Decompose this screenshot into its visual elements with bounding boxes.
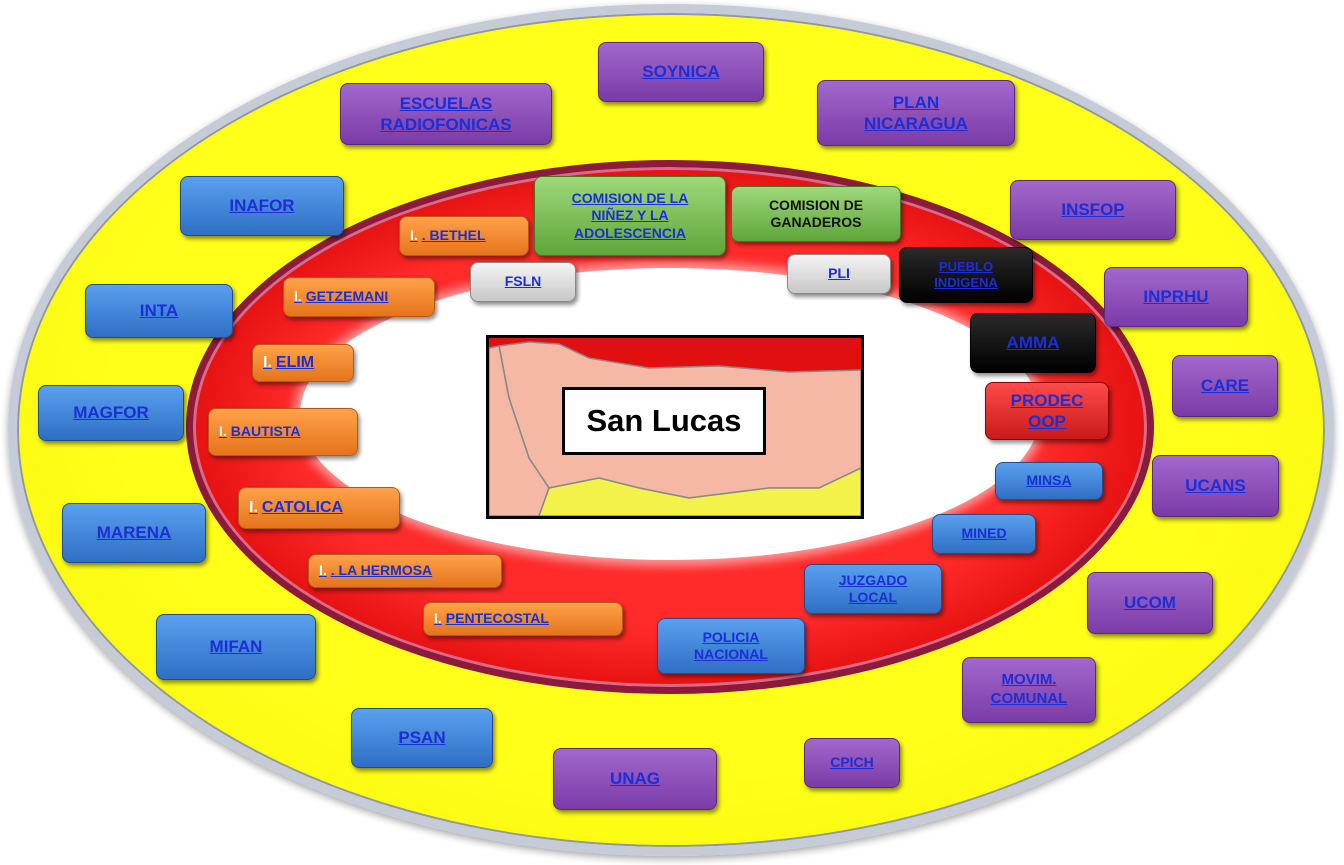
org-inafor[interactable]: INAFOR [180, 176, 344, 236]
org-fsln-label: FSLN [504, 273, 542, 290]
church-pentecostal-prefix: I. [434, 610, 442, 627]
church-bautista-prefix: I. [219, 423, 227, 440]
org-comision-ganaderos: COMISION DE GANADEROS [731, 186, 901, 242]
org-pli-label: PLI [828, 265, 850, 282]
church-elim[interactable]: I.ELIM [252, 344, 354, 382]
church-catolica[interactable]: I.CATOLICA [238, 487, 400, 529]
org-marena[interactable]: MARENA [62, 503, 206, 563]
church-bautista[interactable]: I.BAUTISTA [208, 408, 358, 456]
org-comision-ninez[interactable]: COMISION DE LA NIÑEZ Y LA ADOLESCENCIA [534, 176, 726, 256]
org-inta[interactable]: INTA [85, 284, 233, 338]
org-policia-label: POLICIA NACIONAL [694, 628, 768, 663]
church-hermosa-label: . LA HERMOSA [330, 562, 433, 579]
church-bautista-label: BAUTISTA [230, 423, 301, 440]
org-mined[interactable]: MINED [932, 514, 1036, 554]
org-inprhu-label: INPRHU [1143, 287, 1209, 307]
org-psan-label: PSAN [398, 728, 446, 748]
org-plan-label: PLAN NICARAGUA [864, 92, 968, 133]
org-prodecoop[interactable]: PRODEC OOP [985, 382, 1109, 440]
org-ucans[interactable]: UCANS [1152, 455, 1279, 517]
org-care-label: CARE [1200, 376, 1250, 396]
church-hermosa-prefix: I. [319, 562, 327, 579]
center-label: San Lucas [562, 387, 766, 455]
org-ucans-label: UCANS [1185, 476, 1246, 496]
org-inafor-label: INAFOR [229, 196, 295, 216]
org-mined-label: MINED [961, 525, 1007, 542]
church-getzemani[interactable]: I.GETZEMANI [283, 277, 435, 317]
church-pentecostal-label: PENTECOSTAL [445, 610, 549, 627]
org-ucom[interactable]: UCOM [1087, 572, 1213, 634]
org-minsa[interactable]: MINSA [995, 462, 1103, 500]
org-fsln[interactable]: FSLN [470, 262, 576, 302]
org-insfop-label: INSFOP [1061, 200, 1125, 220]
church-bethel-prefix: I. [410, 227, 418, 244]
org-pueblo-indigena[interactable]: PUEBLO INDIGENA [899, 247, 1033, 303]
org-comision-ganaderos-label: COMISION DE GANADEROS [768, 196, 864, 231]
org-mifan[interactable]: MIFAN [156, 614, 316, 680]
org-ucom-label: UCOM [1124, 593, 1176, 613]
org-insfop[interactable]: INSFOP [1010, 180, 1176, 240]
org-magfor[interactable]: MAGFOR [38, 385, 184, 441]
church-bethel[interactable]: I.. BETHEL [399, 216, 529, 256]
org-inta-label: INTA [139, 301, 179, 321]
org-movim-comunal[interactable]: MOVIM. COMUNAL [962, 657, 1096, 723]
church-elim-prefix: I. [263, 354, 272, 371]
org-movim-label: MOVIM. COMUNAL [990, 671, 1068, 707]
org-inprhu[interactable]: INPRHU [1104, 267, 1248, 327]
org-minsa-label: MINSA [1026, 472, 1072, 489]
org-amma[interactable]: AMMA [970, 313, 1096, 373]
center-map: San Lucas [486, 335, 864, 519]
church-getzemani-label: GETZEMANI [305, 288, 389, 305]
org-juzgado-label: JUZGADO LOCAL [838, 571, 908, 606]
church-catolica-label: CATOLICA [261, 499, 344, 516]
church-bethel-label: . BETHEL [421, 227, 486, 244]
org-soynica-label: SOYNICA [642, 62, 720, 82]
org-amma-label: AMMA [1006, 333, 1060, 353]
org-unag-label: UNAG [609, 769, 661, 789]
org-escuelas-label: ESCUELAS RADIOFONICAS [380, 93, 512, 134]
church-catolica-prefix: I. [249, 499, 258, 516]
org-cpich[interactable]: CPICH [804, 738, 900, 788]
org-unag[interactable]: UNAG [553, 748, 717, 810]
org-pueblo-label: PUEBLO INDIGENA [934, 258, 998, 290]
org-mifan-label: MIFAN [209, 637, 263, 657]
church-getzemani-prefix: I. [294, 288, 302, 305]
org-care[interactable]: CARE [1172, 355, 1278, 417]
org-pli[interactable]: PLI [787, 254, 891, 294]
church-pentecostal[interactable]: I.PENTECOSTAL [423, 602, 623, 636]
org-soynica[interactable]: SOYNICA [598, 42, 764, 102]
org-marena-label: MARENA [96, 523, 172, 543]
org-prodecoop-label: PRODEC OOP [1010, 390, 1084, 431]
church-la-hermosa[interactable]: I.. LA HERMOSA [308, 554, 502, 588]
org-psan[interactable]: PSAN [351, 708, 493, 768]
org-comision-ninez-label: COMISION DE LA NIÑEZ Y LA ADOLESCENCIA [571, 189, 689, 241]
org-cpich-label: CPICH [830, 754, 874, 771]
org-magfor-label: MAGFOR [73, 403, 149, 423]
org-escuelas-radiofonicas[interactable]: ESCUELAS RADIOFONICAS [340, 83, 552, 145]
org-juzgado-local[interactable]: JUZGADO LOCAL [804, 564, 942, 614]
org-plan-nicaragua[interactable]: PLAN NICARAGUA [817, 80, 1015, 146]
church-elim-label: ELIM [275, 354, 315, 371]
org-policia-nacional[interactable]: POLICIA NACIONAL [657, 618, 805, 674]
